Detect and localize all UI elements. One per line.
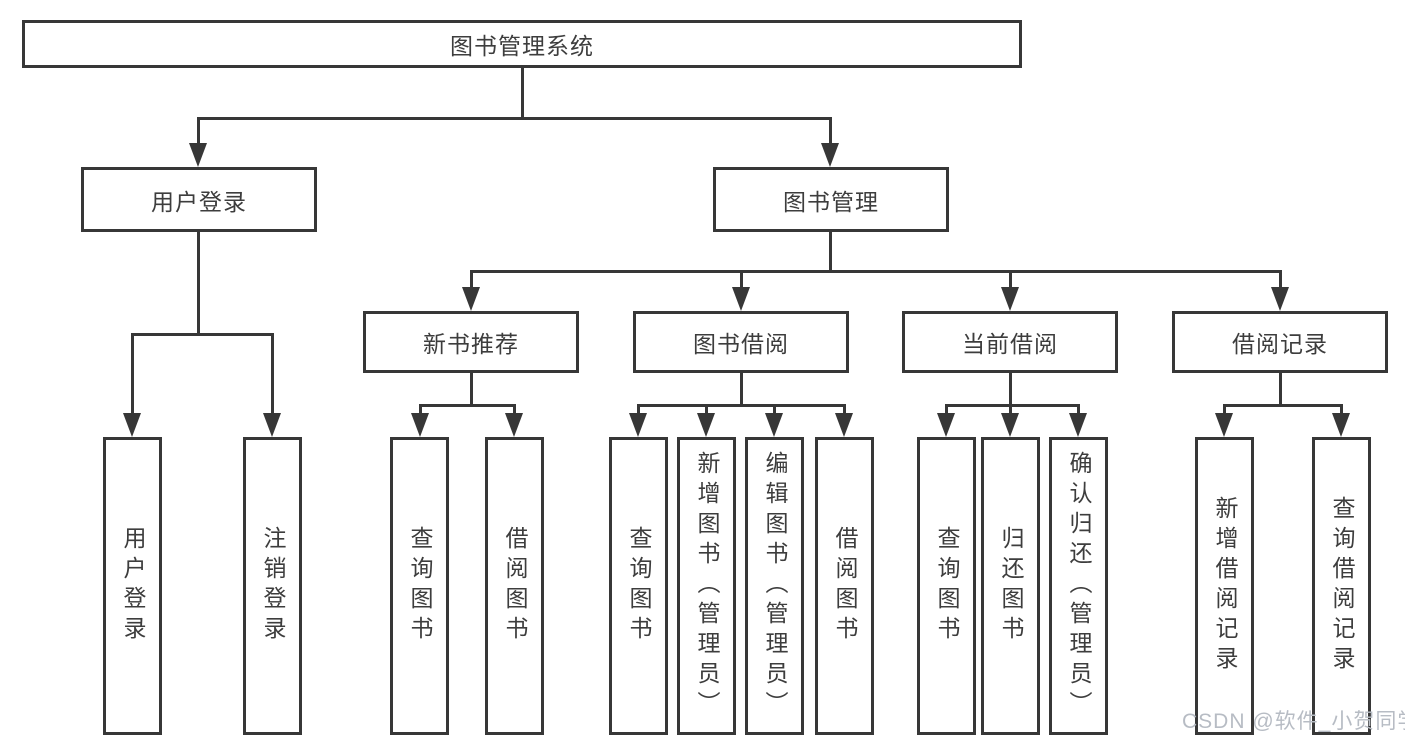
leaf-borrow-query-books: 查询图书	[609, 437, 668, 735]
connector-line	[828, 118, 832, 145]
leaf-return-books: 归还图书	[981, 437, 1040, 735]
leaf-add-borrow-record: 新增借阅记录	[1195, 437, 1254, 735]
connector-line	[636, 405, 640, 415]
leaf-add-books-admin-label: 新增图书（管理员）	[694, 451, 720, 721]
leaf-logout-label: 注销登录	[260, 526, 286, 646]
connector-line	[1278, 373, 1282, 405]
arrow-down-icon	[462, 287, 480, 311]
leaf-confirm-return-admin: 确认归还（管理员）	[1049, 437, 1108, 735]
leaf-rec-query-books-label: 查询图书	[407, 526, 433, 646]
connector-line	[828, 232, 832, 271]
leaf-edit-books-admin: 编辑图书（管理员）	[745, 437, 804, 735]
connector-line	[772, 405, 776, 415]
connector-line	[469, 373, 473, 405]
arrow-down-icon	[123, 413, 141, 437]
arrow-down-icon	[1001, 287, 1019, 311]
leaf-user-login-label: 用户登录	[120, 526, 146, 646]
connector-line	[944, 403, 1080, 407]
connector-line	[1278, 271, 1282, 289]
leaf-edit-books-admin-label: 编辑图书（管理员）	[762, 451, 788, 721]
leaf-current-query-books: 查询图书	[917, 437, 976, 735]
leaf-rec-borrow-books: 借阅图书	[485, 437, 544, 735]
connector-line	[520, 68, 524, 118]
arrow-down-icon	[411, 413, 429, 437]
connector-line	[196, 116, 832, 120]
connector-line	[1222, 403, 1343, 407]
connector-line	[130, 334, 134, 415]
arrow-down-icon	[505, 413, 523, 437]
connector-line	[1339, 405, 1343, 415]
arrow-down-icon	[1069, 413, 1087, 437]
leaf-borrow-query-books-label: 查询图书	[626, 526, 652, 646]
node-current-borrow: 当前借阅	[902, 311, 1118, 373]
arrow-down-icon	[629, 413, 647, 437]
node-new-book-rec: 新书推荐	[363, 311, 579, 373]
node-root-label: 图书管理系统	[450, 33, 594, 59]
arrow-down-icon	[765, 413, 783, 437]
connector-line	[130, 332, 274, 336]
leaf-rec-query-books: 查询图书	[390, 437, 449, 735]
connector-line	[469, 271, 473, 289]
connector-line	[270, 334, 274, 415]
node-book-borrow: 图书借阅	[633, 311, 849, 373]
watermark: CSDN @软件_小贺同学	[1182, 710, 1405, 733]
arrow-down-icon	[937, 413, 955, 437]
arrow-down-icon	[697, 413, 715, 437]
leaf-return-books-label: 归还图书	[998, 526, 1024, 646]
arrow-down-icon	[1001, 413, 1019, 437]
arrow-down-icon	[835, 413, 853, 437]
node-borrow-records: 借阅记录	[1172, 311, 1388, 373]
leaf-query-borrow-record: 查询借阅记录	[1312, 437, 1371, 735]
connector-line	[944, 405, 948, 415]
arrow-down-icon	[189, 143, 207, 167]
connector-line	[704, 405, 708, 415]
node-current-borrow-label: 当前借阅	[962, 331, 1058, 357]
connector-line	[1222, 405, 1226, 415]
leaf-add-books-admin: 新增图书（管理员）	[677, 437, 736, 735]
leaf-query-borrow-record-label: 查询借阅记录	[1329, 496, 1355, 676]
connector-line	[418, 405, 422, 415]
leaf-user-login: 用户登录	[103, 437, 162, 735]
node-book-mgmt-label: 图书管理	[783, 188, 879, 215]
node-new-book-rec-label: 新书推荐	[423, 331, 519, 357]
node-user-login-label: 用户登录	[151, 188, 247, 215]
leaf-rec-borrow-books-label: 借阅图书	[502, 526, 528, 646]
connector-line	[636, 403, 846, 407]
connector-line	[1076, 405, 1080, 415]
connector-line	[739, 271, 743, 289]
leaf-add-borrow-record-label: 新增借阅记录	[1212, 496, 1238, 676]
connector-line	[196, 118, 200, 145]
leaf-current-query-books-label: 查询图书	[934, 526, 960, 646]
connector-line	[418, 403, 516, 407]
node-user-login: 用户登录	[81, 167, 317, 232]
connector-line	[512, 405, 516, 415]
node-root: 图书管理系统	[22, 20, 1022, 68]
arrow-down-icon	[263, 413, 281, 437]
leaf-borrow-books: 借阅图书	[815, 437, 874, 735]
connector-line	[1008, 373, 1012, 405]
arrow-down-icon	[1332, 413, 1350, 437]
leaf-logout: 注销登录	[243, 437, 302, 735]
arrow-down-icon	[821, 143, 839, 167]
node-book-borrow-label: 图书借阅	[693, 331, 789, 357]
connector-line	[1008, 405, 1012, 415]
node-book-mgmt: 图书管理	[713, 167, 949, 232]
connector-line	[739, 373, 743, 405]
connector-line	[196, 232, 200, 334]
arrow-down-icon	[1271, 287, 1289, 311]
arrow-down-icon	[1215, 413, 1233, 437]
arrow-down-icon	[732, 287, 750, 311]
node-borrow-records-label: 借阅记录	[1232, 331, 1328, 357]
connector-line	[1008, 271, 1012, 289]
leaf-borrow-books-label: 借阅图书	[832, 526, 858, 646]
connector-line	[469, 269, 1282, 273]
leaf-confirm-return-admin-label: 确认归还（管理员）	[1066, 451, 1092, 721]
connector-line	[842, 405, 846, 415]
